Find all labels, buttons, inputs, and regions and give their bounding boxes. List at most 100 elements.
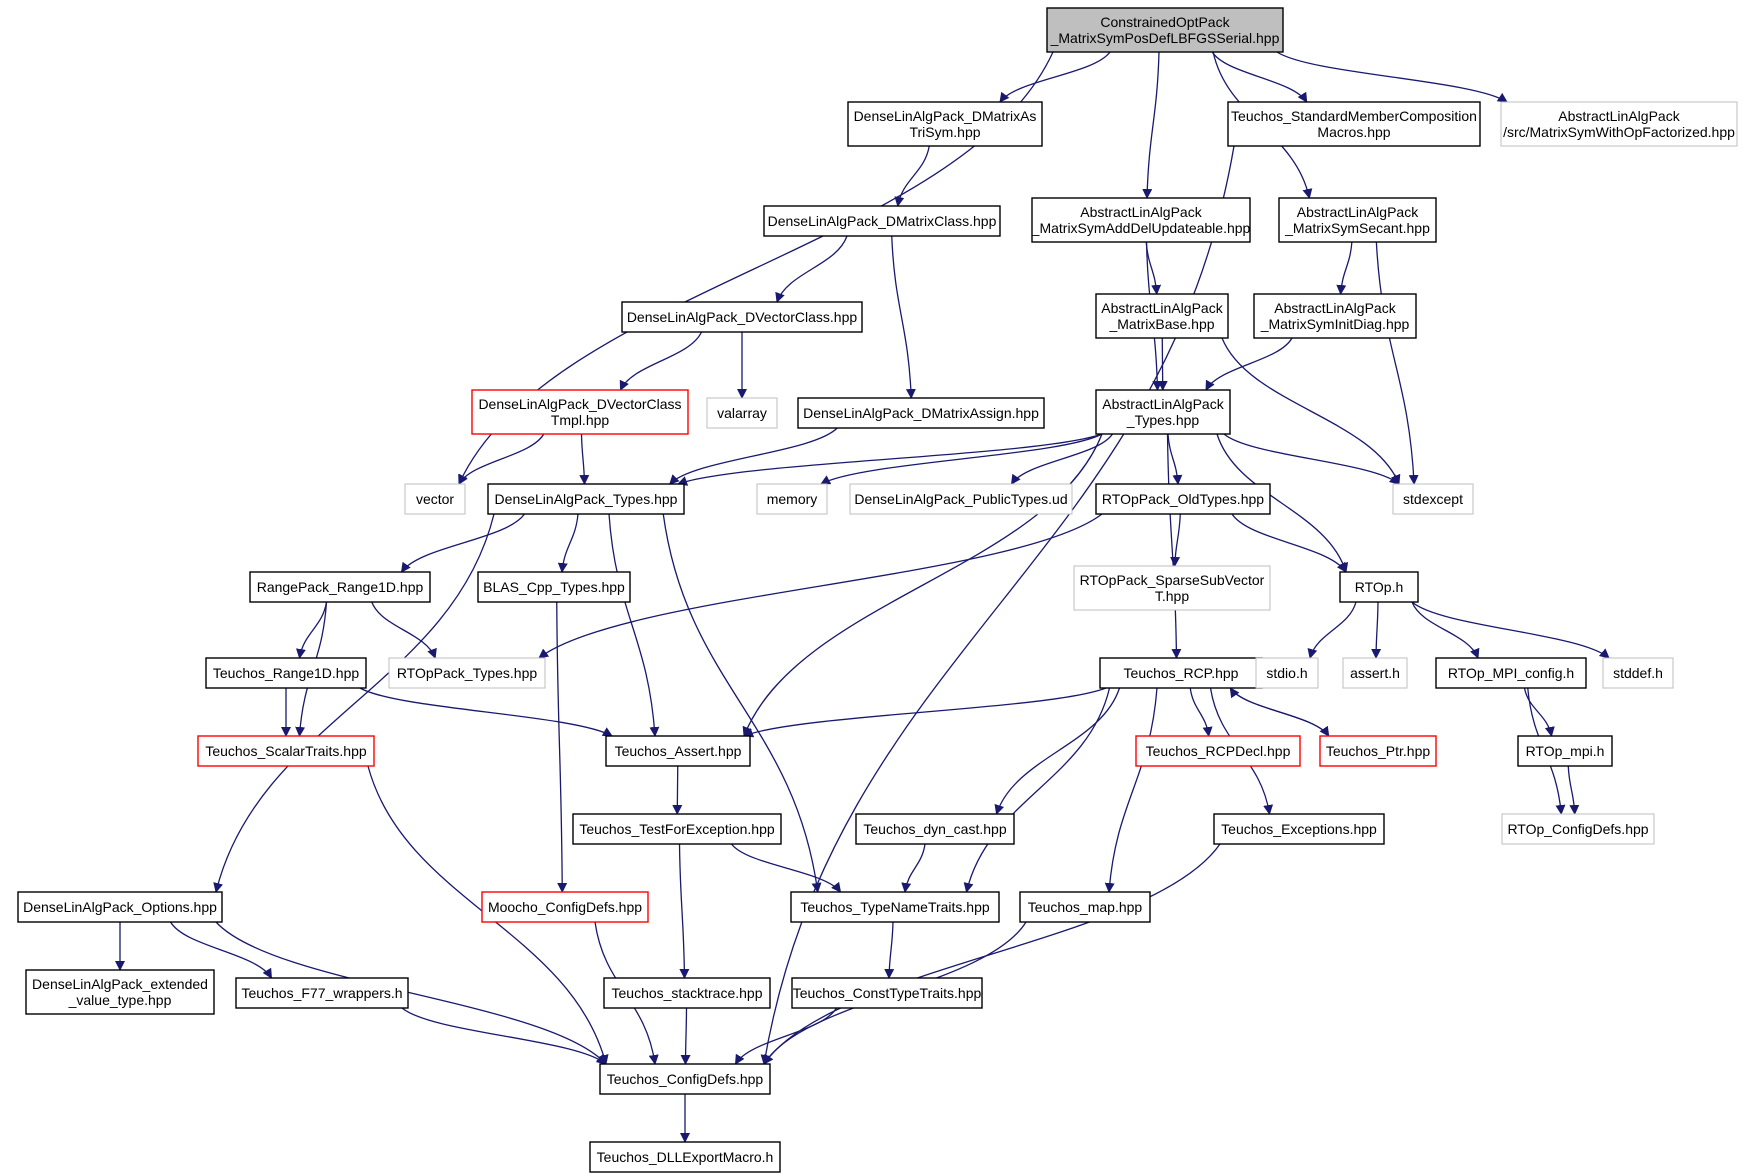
node-label: Teuchos_TestForException.hpp xyxy=(579,821,775,837)
node-t_f77[interactable]: Teuchos_F77_wrappers.h xyxy=(235,977,409,1009)
node-label: Teuchos_TypeNameTraits.hpp xyxy=(800,899,990,915)
node-label: assert.h xyxy=(1350,665,1400,681)
node-msadu[interactable]: AbstractLinAlgPack_MatrixSymAddDelUpdate… xyxy=(1031,197,1251,243)
node-mswof[interactable]: AbstractLinAlgPack/src/MatrixSymWithOpFa… xyxy=(1500,101,1738,147)
node-t_ctt[interactable]: Teuchos_ConstTypeTraits.hpp xyxy=(791,977,983,1009)
node-t_dll[interactable]: Teuchos_DLLExportMacro.h xyxy=(589,1141,781,1173)
node-rtop_h[interactable]: RTOp.h xyxy=(1339,571,1419,603)
node-dm_assign[interactable]: DenseLinAlgPack_DMatrixAssign.hpp xyxy=(797,397,1045,429)
node-label: ConstrainedOptPack xyxy=(1100,14,1230,30)
node-label: T.hpp xyxy=(1155,588,1189,604)
node-label: AbstractLinAlgPack xyxy=(1558,108,1680,124)
edge-rtop_mpi_cfg-to-rtop_mpi xyxy=(1523,687,1555,737)
node-dlap_pub[interactable]: DenseLinAlgPack_PublicTypes.ud xyxy=(849,483,1073,515)
edge-dlap_types-to-t_assert xyxy=(608,513,660,737)
edge-t_rcp-to-t_tnt xyxy=(963,687,1111,893)
node-box xyxy=(477,571,631,603)
edge-t_tfe-to-t_tnt xyxy=(730,843,842,893)
node-dm_class[interactable]: DenseLinAlgPack_DMatrixClass.hpp xyxy=(763,205,1001,237)
node-label: Teuchos_dyn_cast.hpp xyxy=(863,821,1006,837)
node-assert[interactable]: assert.h xyxy=(1342,657,1408,689)
node-label: Teuchos_RCP.hpp xyxy=(1124,665,1239,681)
edge-dm_class-to-dm_assign xyxy=(891,235,916,399)
node-stddef[interactable]: stddef.h xyxy=(1602,657,1674,689)
node-box xyxy=(1253,293,1417,339)
node-t_assert[interactable]: Teuchos_Assert.hpp xyxy=(605,735,751,767)
node-box xyxy=(197,735,375,767)
node-label: DenseLinAlgPack_DMatrixAs xyxy=(854,108,1037,124)
node-t_stack[interactable]: Teuchos_stacktrace.hpp xyxy=(603,977,771,1009)
node-label: DenseLinAlgPack_DMatrixClass.hpp xyxy=(768,213,997,229)
node-stdio[interactable]: stdio.h xyxy=(1255,657,1319,689)
node-t_ptr[interactable]: Teuchos_Ptr.hpp xyxy=(1319,735,1437,767)
edge-dlap_types-to-dlap_opts xyxy=(213,513,495,893)
node-t_rcp[interactable]: Teuchos_RCP.hpp xyxy=(1099,657,1263,689)
node-msid[interactable]: AbstractLinAlgPack_MatrixSymInitDiag.hpp xyxy=(1253,293,1417,339)
node-stdexcept[interactable]: stdexcept xyxy=(1392,483,1474,515)
edge-t_assert-to-t_tfe xyxy=(672,765,683,815)
node-label: AbstractLinAlgPack xyxy=(1080,204,1202,220)
nodes: ConstrainedOptPack_MatrixSymPosDefLBFGSS… xyxy=(17,7,1738,1173)
node-box xyxy=(847,101,1043,147)
edge-dm_assign-to-dlap_types xyxy=(669,427,838,485)
node-blas_cpp[interactable]: BLAS_Cpp_Types.hpp xyxy=(477,571,631,603)
node-std_member[interactable]: Teuchos_StandardMemberCompositionMacros.… xyxy=(1227,101,1481,147)
node-label: stdio.h xyxy=(1266,665,1307,681)
edge-rtop_mpi-to-rtop_cfg xyxy=(1567,765,1580,815)
node-rtop_mpi[interactable]: RTOp_mpi.h xyxy=(1517,735,1613,767)
edge-dlap_types-to-t_tnt xyxy=(662,513,822,893)
node-t_exc[interactable]: Teuchos_Exceptions.hpp xyxy=(1213,813,1385,845)
node-box xyxy=(1339,571,1419,603)
node-mb[interactable]: AbstractLinAlgPack_MatrixBase.hpp xyxy=(1095,293,1229,339)
node-t_map[interactable]: Teuchos_map.hpp xyxy=(1019,891,1151,923)
node-rtop_cfg[interactable]: RTOp_ConfigDefs.hpp xyxy=(1501,813,1655,845)
node-dlap_types[interactable]: DenseLinAlgPack_Types.hpp xyxy=(487,483,685,515)
node-memory[interactable]: memory xyxy=(756,483,828,515)
node-box xyxy=(589,1141,781,1173)
node-box xyxy=(1046,7,1284,53)
node-rtop_types[interactable]: RTOpPack_Types.hpp xyxy=(388,657,546,689)
node-label: DenseLinAlgPack_DVectorClass xyxy=(478,396,681,412)
edge-dlap_opts-to-t_cfg xyxy=(215,921,607,1065)
node-t_dyn[interactable]: Teuchos_dyn_cast.hpp xyxy=(855,813,1015,845)
edge-alp_types-to-dlap_types xyxy=(677,433,1103,486)
edge-dlap_opts-to-t_f77 xyxy=(169,921,273,979)
node-label: vector xyxy=(416,491,454,507)
node-t_cfg[interactable]: Teuchos_ConfigDefs.hpp xyxy=(599,1063,771,1095)
node-box xyxy=(1095,389,1231,435)
node-box xyxy=(756,483,828,515)
node-t_scalar[interactable]: Teuchos_ScalarTraits.hpp xyxy=(197,735,375,767)
node-alp_types[interactable]: AbstractLinAlgPack_Types.hpp xyxy=(1095,389,1231,435)
edge-alp_types-to-rtop_h xyxy=(1216,433,1349,573)
node-vector[interactable]: vector xyxy=(404,483,466,515)
node-label: _MatrixSymSecant.hpp xyxy=(1284,220,1430,236)
node-label: stdexcept xyxy=(1403,491,1463,507)
edge-t_tfe-to-t_stack xyxy=(678,843,690,979)
edge-root-to-msadu xyxy=(1142,51,1160,199)
node-moocho_cfg[interactable]: Moocho_ConfigDefs.hpp xyxy=(481,891,649,923)
node-t_range1d[interactable]: Teuchos_Range1D.hpp xyxy=(205,657,367,689)
node-t_tfe[interactable]: Teuchos_TestForException.hpp xyxy=(572,813,782,845)
node-valarray[interactable]: valarray xyxy=(706,397,778,429)
node-root[interactable]: ConstrainedOptPack_MatrixSymPosDefLBFGSS… xyxy=(1046,7,1284,53)
node-label: BLAS_Cpp_Types.hpp xyxy=(483,579,625,595)
node-range1d[interactable]: RangePack_Range1D.hpp xyxy=(249,571,431,603)
node-rtop_mpi_cfg[interactable]: RTOp_MPI_config.h xyxy=(1435,657,1587,689)
node-box xyxy=(1135,735,1301,767)
node-dlap_ext[interactable]: DenseLinAlgPack_extended_value_type.hpp xyxy=(25,969,215,1015)
node-label: _MatrixSymAddDelUpdateable.hpp xyxy=(1031,220,1251,236)
node-rtop_old[interactable]: RTOpPack_OldTypes.hpp xyxy=(1095,483,1271,515)
node-dv_class[interactable]: DenseLinAlgPack_DVectorClass.hpp xyxy=(621,301,863,333)
node-dlap_opts[interactable]: DenseLinAlgPack_Options.hpp xyxy=(17,891,223,923)
node-t_tnt[interactable]: Teuchos_TypeNameTraits.hpp xyxy=(790,891,1000,923)
node-mss[interactable]: AbstractLinAlgPack_MatrixSymSecant.hpp xyxy=(1278,197,1437,243)
node-box xyxy=(1342,657,1408,689)
node-label: Teuchos_Range1D.hpp xyxy=(213,665,360,681)
edge-t_rcp-to-t_dyn xyxy=(994,687,1121,815)
node-t_rcpdecl[interactable]: Teuchos_RCPDecl.hpp xyxy=(1135,735,1301,767)
edge-alp_types-to-stdexcept xyxy=(1223,433,1400,485)
